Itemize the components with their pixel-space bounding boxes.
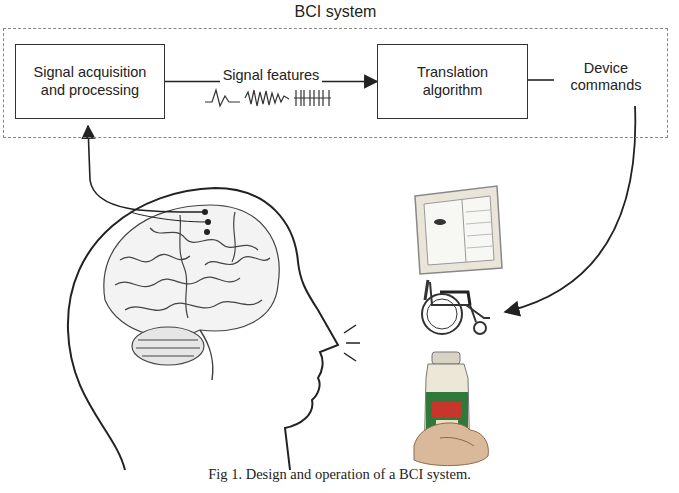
- monitor-drawing: [415, 186, 502, 274]
- edge-label: Signal features: [220, 67, 323, 84]
- figure-caption: Fig 1. Design and operation of a BCI sys…: [0, 466, 679, 483]
- wheelchair-drawing: [422, 280, 490, 334]
- box-label: Translation algorithm: [385, 60, 521, 103]
- bottle-drawing: [414, 352, 488, 466]
- brain-drawing: [104, 205, 279, 380]
- signal-waveforms: [205, 90, 331, 106]
- system-boundary: BCI systemSignal acquisition and process…: [3, 28, 668, 138]
- system-title: BCI system: [4, 2, 667, 21]
- process-box: Signal acquisition and processing: [15, 44, 165, 119]
- output-label: Device commands: [556, 60, 656, 95]
- process-box: Translation algorithm: [377, 44, 528, 119]
- speech-lines: [344, 325, 360, 361]
- electrode-wire: [88, 126, 211, 235]
- box-label: Signal acquisition and processing: [22, 60, 158, 103]
- head-outline: [68, 188, 338, 470]
